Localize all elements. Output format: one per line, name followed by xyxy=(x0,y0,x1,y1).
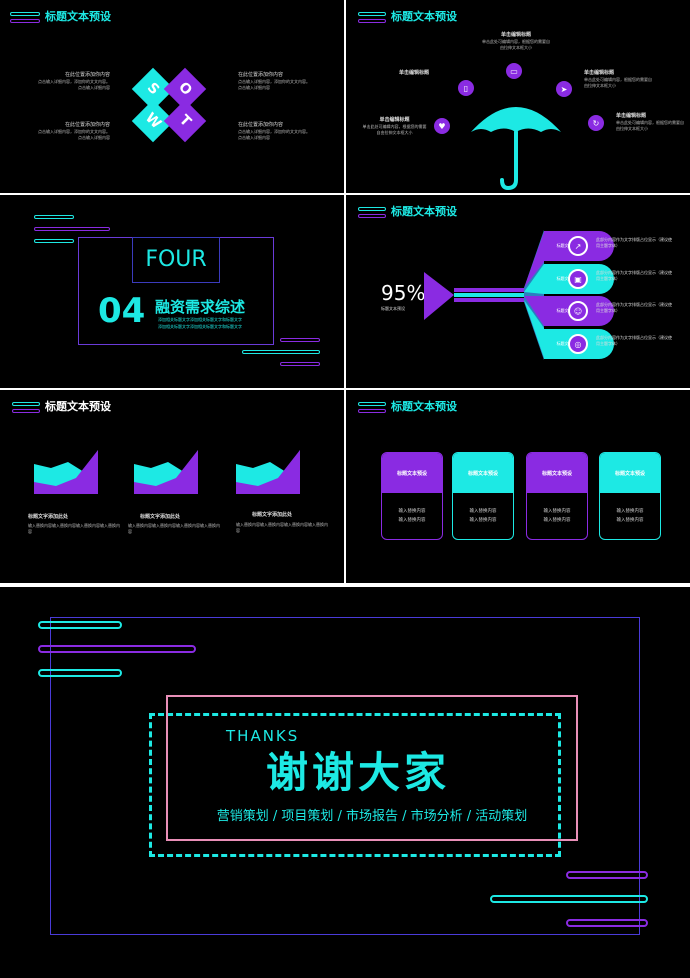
umbrella-item-right-top: 单击编辑标题 单击此处可编辑内容，根据您的需要自由拉伸文本框大小 xyxy=(584,70,652,88)
section-bullet-2: 添加相关标题文字添加相关标题文字和标题文字 xyxy=(158,324,242,329)
title-line-cyan xyxy=(358,207,386,211)
slide-cards[interactable]: 标题文本预设 标题文本预设 输入替换内容输入替换内容 标题文本预设 输入替换内容… xyxy=(346,390,690,583)
slide-title: 标题文本预设 xyxy=(391,10,457,23)
deco-line xyxy=(490,895,648,903)
section-number: 04 xyxy=(98,291,146,331)
phone-icon: ▯ xyxy=(458,80,474,96)
section-bullet-1: 添加相关标题文字添加相关标题文字和标题文字 xyxy=(158,317,242,322)
heart-icon: ♥ xyxy=(434,118,450,134)
funnel-desc-3: 此部分内容作为文字排版占位显示（建议使用主题字体） xyxy=(596,302,672,313)
refresh-icon: ↻ xyxy=(588,115,604,131)
deco-line xyxy=(38,669,122,677)
swot-graphic: S O W T xyxy=(130,66,208,144)
title-line-cyan xyxy=(12,402,40,406)
percent-value: 95% xyxy=(381,281,426,305)
info-card-4[interactable]: 标题文本预设 输入替换内容输入替换内容 xyxy=(599,452,661,540)
chat-icon: ▭ xyxy=(506,63,522,79)
chart-caption-1: 标题文字添加此处 xyxy=(28,514,69,520)
percent-label: 标题文本预设 xyxy=(381,306,405,311)
chart-caption-2: 标题文字添加此处 xyxy=(140,514,181,520)
funnel-desc-4: 此部分内容作为文字排版占位显示（建议使用主题字体） xyxy=(596,335,672,346)
umbrella-item-top: 单击编辑标题 单击此处可编辑内容，根据您的需要自由拉伸文本框大小 xyxy=(482,32,550,50)
deco-line xyxy=(34,215,74,219)
swot-block-4: 在此位置添加你内容 点击输入详细内容，添加你的文文内容。点击输入详细内容 xyxy=(238,122,310,140)
deco-line xyxy=(566,919,648,927)
slide-title: 标题文本预设 xyxy=(391,400,457,413)
slide-section-four[interactable]: FOUR 04 融资需求综述 添加相关标题文字添加相关标题文字和标题文字 添加相… xyxy=(0,195,344,388)
swot-t: T xyxy=(163,99,207,143)
area-chart-2 xyxy=(134,450,198,494)
swot-block-3: 在此位置添加你内容 点击输入详细内容，添加你的文文内容。点击输入详细内容 xyxy=(38,122,110,140)
title-line-cyan xyxy=(10,12,40,16)
deco-line xyxy=(566,871,648,879)
pink-frame xyxy=(166,695,578,841)
umbrella-item-left-bottom: 单击编辑标题 单击此处可编辑内容，根据您的需要自由拉伸文本框大小 xyxy=(362,117,427,135)
slide-title: 标题文本预设 xyxy=(45,10,111,23)
title-line-purple xyxy=(358,409,386,413)
chart-body-2: 输入替换内容输入替换内容输入替换内容输入替换内容 xyxy=(128,523,220,534)
info-card-3[interactable]: 标题文本预设 输入替换内容输入替换内容 xyxy=(526,452,588,540)
slide-area-charts[interactable]: 标题文本预设 标题文字添加此处 输入替换内容输入替换内容输入替换内容输入替换内容… xyxy=(0,390,344,583)
area-chart-1 xyxy=(34,450,98,494)
chart-caption-3: 标题文字添加此处 xyxy=(252,512,293,518)
title-line-purple xyxy=(12,409,40,413)
deco-line xyxy=(34,239,74,243)
slide-funnel[interactable]: 标题文本预设 95% 标题文本预设 标题文本预设 标题文本预设 标题文本预设 标… xyxy=(346,195,690,388)
outer-frame xyxy=(50,617,640,935)
send-icon: ➤ xyxy=(556,81,572,97)
title-line-cyan xyxy=(358,402,386,406)
dashed-frame xyxy=(149,713,561,857)
title-line-purple xyxy=(10,19,40,23)
deco-line xyxy=(242,350,320,354)
chart-body-3: 输入替换内容输入替换内容输入替换内容输入替换内容 xyxy=(236,522,328,533)
area-chart-3 xyxy=(236,450,300,494)
title-line-cyan xyxy=(358,12,386,16)
swot-block-1: 在此位置添加你内容 点击输入详细内容，添加你的文文内容。点击输入详细内容 xyxy=(38,72,110,90)
funnel-desc-2: 此部分内容作为文字排版占位显示（建议使用主题字体） xyxy=(596,270,672,281)
word-frame xyxy=(132,237,220,283)
slide-swot[interactable]: 标题文本预设 在此位置添加你内容 点击输入详细内容，添加你的文文内容。点击输入详… xyxy=(0,0,344,193)
title-line-purple xyxy=(358,214,386,218)
deco-line xyxy=(280,338,320,342)
umbrella-icon xyxy=(471,107,561,191)
slide-umbrella[interactable]: 标题文本预设 单击编辑标题 单击此处可编辑内容，根据您的需要自由拉伸文本框大小 … xyxy=(346,0,690,193)
deco-line xyxy=(280,362,320,366)
slide-title: 标题文本预设 xyxy=(45,400,111,413)
info-card-2[interactable]: 标题文本预设 输入替换内容输入替换内容 xyxy=(452,452,514,540)
umbrella-item-left-top: 单击编辑标题 xyxy=(398,70,429,76)
thanks-subtitle: 营销策划 / 项目策划 / 市场报告 / 市场分析 / 活动策划 xyxy=(216,809,528,824)
deco-line xyxy=(34,227,110,231)
section-word: FOUR xyxy=(145,247,207,272)
chart-body-1: 输入替换内容输入替换内容输入替换内容输入替换内容 xyxy=(28,523,120,534)
chart-icon: ▣ xyxy=(568,269,588,289)
funnel-desc-1: 此部分内容作为文字排版占位显示（建议使用主题字体） xyxy=(596,237,672,248)
thanks-label: THANKS xyxy=(226,727,300,745)
section-heading: 融资需求综述 xyxy=(155,298,246,316)
user-icon: ☺ xyxy=(568,301,588,321)
title-line-purple xyxy=(358,19,386,23)
swot-block-2: 在此位置添加你内容 点击输入详细内容，添加你的文文内容。点击输入详细内容 xyxy=(238,72,310,90)
thanks-main: 谢谢大家 xyxy=(266,748,451,797)
share-icon: ↗ xyxy=(568,236,588,256)
umbrella-item-right-bottom: 单击编辑标题 单击此处可编辑内容，根据您的需要自由拉伸文本框大小 xyxy=(616,113,684,131)
slide-title: 标题文本预设 xyxy=(391,205,457,218)
deco-line xyxy=(38,645,196,653)
globe-icon: ◎ xyxy=(568,334,588,354)
funnel-graphic xyxy=(424,230,544,360)
info-card-1[interactable]: 标题文本预设 输入替换内容输入替换内容 xyxy=(381,452,443,540)
deco-line xyxy=(38,621,122,629)
slide-thanks[interactable]: THANKS 谢谢大家 营销策划 / 项目策划 / 市场报告 / 市场分析 / … xyxy=(0,587,690,978)
